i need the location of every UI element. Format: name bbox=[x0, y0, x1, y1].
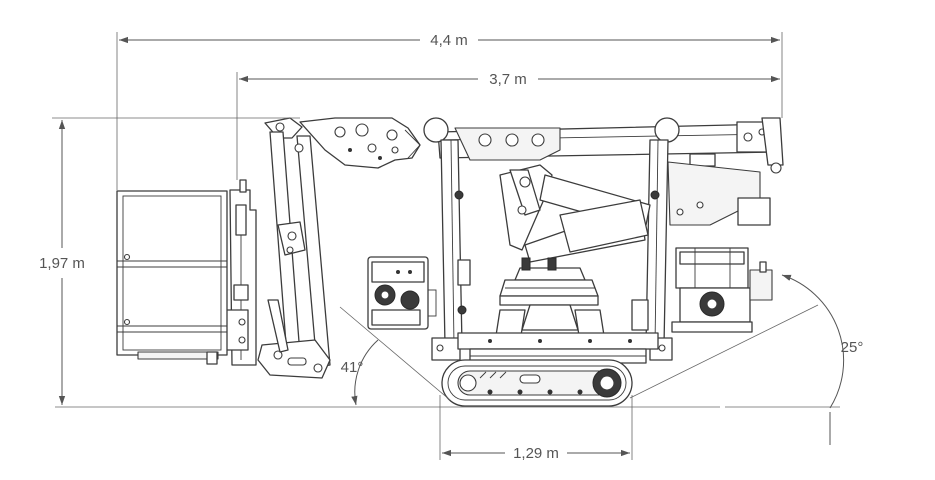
track-length-label: 1,29 m bbox=[513, 445, 559, 462]
work-basket bbox=[116, 190, 228, 365]
lift-cylinder bbox=[499, 161, 771, 263]
basket-mount bbox=[225, 179, 257, 366]
machine bbox=[116, 117, 784, 407]
dimension-boom-length: 3,7 m bbox=[236, 71, 780, 180]
boom-length-label: 3,7 m bbox=[489, 71, 527, 88]
dimension-rear-angle: 25° bbox=[629, 274, 864, 445]
turret bbox=[494, 257, 606, 343]
dimension-overall-length: 4,4 m bbox=[116, 32, 783, 190]
engine-unit bbox=[367, 256, 437, 330]
overall-length-label: 4,4 m bbox=[430, 32, 468, 49]
front-outrigger bbox=[431, 139, 471, 361]
front-angle-label: 41° bbox=[341, 359, 364, 376]
height-label: 1,97 m bbox=[39, 255, 85, 272]
rear-angle-label: 25° bbox=[841, 339, 864, 356]
hydraulic-unit bbox=[671, 247, 773, 333]
chassis bbox=[457, 332, 659, 364]
jib-head bbox=[299, 117, 421, 169]
rear-outrigger bbox=[631, 139, 673, 361]
crawler-track bbox=[441, 359, 633, 407]
boom-knuckles bbox=[423, 117, 680, 143]
jib-arm bbox=[257, 117, 331, 379]
dimension-front-angle: 41° bbox=[339, 306, 451, 406]
dimension-track-length: 1,29 m bbox=[439, 395, 633, 462]
telescopic-boom bbox=[437, 117, 784, 174]
dimension-height: 1,97 m bbox=[39, 117, 300, 405]
